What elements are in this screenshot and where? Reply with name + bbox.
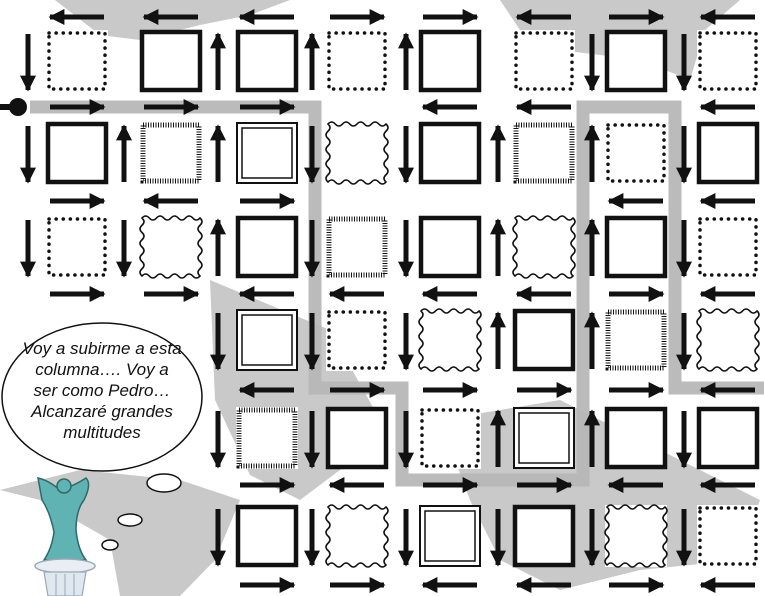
- box-solid-r2c8: [697, 122, 759, 184]
- box-solid-r3c7: [605, 216, 667, 278]
- box-double-r2c3: [236, 122, 298, 184]
- box-dotted-r1c4: [326, 30, 388, 92]
- box-solid-r1c2: [140, 30, 202, 92]
- speech-line-5: multitudes: [4, 422, 200, 443]
- box-wavy-r6c4: [326, 505, 388, 567]
- box-solid-r3c5: [419, 216, 481, 278]
- box-dotted-r4c4: [326, 309, 388, 371]
- box-wavy-r6c7: [605, 505, 667, 567]
- box-dotted-r5c5: [419, 407, 481, 469]
- box-solid-r1c7: [605, 30, 667, 92]
- box-wavy-r4c5: [419, 309, 481, 371]
- speech-line-3: ser como Pedro…: [4, 380, 200, 401]
- box-dotted-r2c7: [605, 122, 667, 184]
- box-dotted-r1c1: [46, 30, 108, 92]
- box-dotted-r3c1: [46, 216, 108, 278]
- box-solid-r1c5: [419, 30, 481, 92]
- box-wavy-r4c8: [697, 309, 759, 371]
- box-solid-r5c8: [697, 407, 759, 469]
- box-hatched-r3c4: [326, 216, 388, 278]
- speech-line-4: Alcanzaré grandes: [4, 401, 200, 422]
- box-solid-r6c3: [236, 505, 298, 567]
- statue-on-column-icon: [35, 478, 95, 596]
- box-wavy-r2c4: [326, 122, 388, 184]
- box-solid-r2c5: [419, 122, 481, 184]
- box-solid-r2c1: [46, 122, 108, 184]
- box-solid-r4c6: [513, 309, 575, 371]
- box-hatched-r2c2: [140, 122, 202, 184]
- box-hatched-r2c6: [513, 122, 575, 184]
- speech-line-1: Voy a subirme a esta: [4, 338, 200, 359]
- box-solid-r1c3: [236, 30, 298, 92]
- box-solid-r6c6: [513, 505, 575, 567]
- box-solid-r5c7: [605, 407, 667, 469]
- box-dotted-r3c8: [697, 216, 759, 278]
- box-solid-r3c3: [236, 216, 298, 278]
- box-hatched-r4c7: [605, 309, 667, 371]
- speech-bubble-text: Voy a subirme a esta columna…. Voy a ser…: [4, 338, 200, 443]
- box-hatched-r5c3: [236, 407, 298, 469]
- box-dotted-r6c8: [697, 505, 759, 567]
- box-solid-r5c4: [326, 407, 388, 469]
- box-wavy-r3c6: [513, 216, 575, 278]
- box-double-r4c3: [236, 309, 298, 371]
- box-double-r6c5: [419, 505, 481, 567]
- box-wavy-r3c2: [140, 216, 202, 278]
- box-double-r5c6: [513, 407, 575, 469]
- start-marker[interactable]: [0, 98, 27, 116]
- speech-line-2: columna…. Voy a: [4, 359, 200, 380]
- box-dotted-r1c8: [697, 30, 759, 92]
- box-dotted-r1c6: [513, 30, 575, 92]
